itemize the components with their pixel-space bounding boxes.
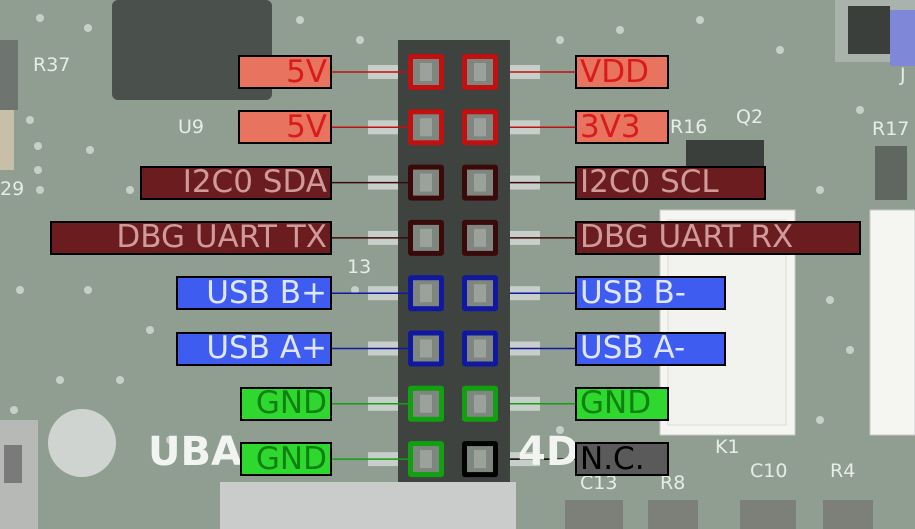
silk-c13: C13 (580, 472, 618, 494)
right-pin-label-5: USB B- (575, 276, 726, 311)
silk-j: J (900, 64, 906, 86)
silk-r4: R4 (830, 460, 856, 482)
left-pin-label-5: USB B+ (176, 276, 332, 311)
right-pin-pad-2 (462, 109, 498, 146)
left-pin-label-1: 5V (238, 55, 332, 89)
silk-r8: R8 (660, 472, 686, 494)
right-pin-label-2: 3V3 (575, 110, 669, 145)
mounting-hole (48, 409, 116, 477)
silk-r16: R16 (670, 116, 708, 138)
left-pin-pad-1 (408, 54, 444, 90)
left-pin-label-7: GND (240, 386, 332, 421)
left-pin-pad-6 (408, 330, 444, 367)
right-pin-label-8: N.C. (575, 442, 669, 477)
left-pin-label-8: GND (240, 442, 332, 477)
u9-chip (112, 0, 272, 100)
right-pin-label-3: I2C0 SCL (575, 165, 766, 200)
right-pin-pad-5 (462, 275, 498, 312)
left-pin-pad-7 (408, 385, 444, 422)
left-pin-pad-8 (408, 441, 444, 478)
silk-29: 29 (0, 178, 25, 200)
silk-r17: R17 (872, 118, 910, 140)
right-pin-label-7: GND (575, 386, 669, 421)
left-pin-label-4: DBG UART TX (50, 220, 332, 255)
left-pin-pad-5 (408, 275, 444, 312)
silk-u9: U9 (178, 116, 204, 138)
silk-c10: C10 (750, 460, 788, 482)
silk-13: 13 (347, 256, 372, 278)
silk-q2: Q2 (736, 106, 764, 128)
right-pin-pad-8 (462, 441, 498, 478)
silk-k1: K1 (715, 436, 740, 458)
bottom-connector (220, 482, 516, 529)
left-pin-pad-4 (408, 219, 444, 256)
silk-r37: R37 (33, 54, 71, 76)
right-pin-pad-3 (462, 164, 498, 201)
right-pin-pad-7 (462, 385, 498, 422)
right-pin-label-1: VDD (575, 55, 669, 89)
right-pin-label-6: USB A- (575, 331, 726, 366)
silk-4d: 4D (518, 429, 580, 475)
right-pin-pad-1 (462, 54, 498, 90)
left-pin-pad-3 (408, 164, 444, 201)
left-pin-label-3: I2C0 SDA (140, 165, 332, 200)
left-pin-label-2: 5V (238, 110, 332, 145)
left-pin-pad-2 (408, 109, 444, 146)
silk-uba: UBA (148, 429, 242, 475)
left-pin-label-6: USB A+ (176, 331, 332, 366)
right-pin-label-4: DBG UART RX (575, 220, 861, 255)
right-pin-pad-6 (462, 330, 498, 367)
right-pin-pad-4 (462, 219, 498, 256)
